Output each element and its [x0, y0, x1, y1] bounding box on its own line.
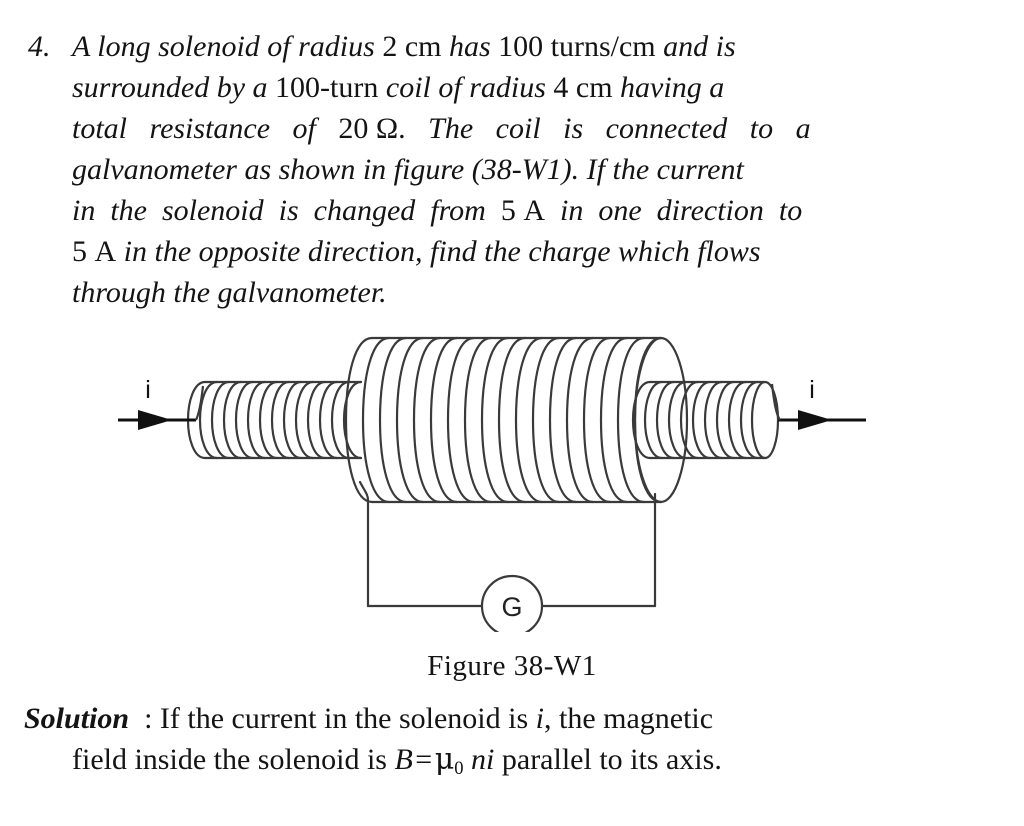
solution-text-2: field inside the solenoid is [72, 743, 395, 776]
inner-solenoid-left-coils [186, 380, 363, 460]
solution-var-i: i [535, 702, 544, 735]
solution-text-1b: , the magnetic [543, 702, 714, 735]
formula-equals: = [412, 743, 435, 776]
formula-mu: μ [434, 742, 455, 777]
solution-label: Solution [24, 702, 130, 735]
problem-line-5: in the solenoid is changed from 5 A in o… [72, 194, 803, 227]
formula-ni: ni [471, 743, 495, 776]
solenoid-diagram-svg: G i i [118, 336, 866, 632]
solution-line-1: Solution : If the current in the solenoi… [24, 698, 1000, 739]
galvanometer-label: G [501, 592, 522, 622]
current-label-right: i [809, 376, 815, 404]
problem-line-2: surrounded by a 100-turn coil of radius … [72, 71, 725, 104]
current-label-left: i [145, 376, 151, 404]
formula-mu-subscript: 0 [454, 758, 464, 780]
current-arrow-left [118, 385, 205, 430]
inner-solenoid-right-coils [631, 380, 780, 460]
solution-line-2: field inside the solenoid is B = μ0 ni p… [24, 739, 1000, 789]
solution-text-2b: parallel to its axis. [494, 743, 722, 776]
formula-B: B [394, 743, 413, 776]
solution-text-1: If the current in the solenoid is [159, 702, 536, 735]
problem-row: 4. A long solenoid of radius 2 cm has 10… [24, 26, 1000, 313]
problem-number: 4. [28, 30, 51, 63]
problem-text: A long solenoid of radius 2 cm has 100 t… [72, 26, 1000, 313]
galvanometer-circuit [358, 480, 657, 608]
solution-colon: : [129, 702, 160, 735]
figure-38-w1: G i i [0, 322, 1024, 632]
galvanometer-circle [480, 574, 544, 632]
solution-block: Solution : If the current in the solenoi… [24, 698, 1000, 789]
problem-line-7: through the galvanometer. [72, 276, 387, 309]
outer-coil-turns [344, 336, 689, 504]
problem-line-3: total resistance of 20 Ω. The coil is co… [72, 112, 811, 145]
problem-line-4: galvanometer as shown in figure (38-W1).… [72, 153, 744, 186]
figure-caption: Figure 38-W1 [427, 650, 597, 682]
problem-line-1: A long solenoid of radius 2 cm has 100 t… [72, 30, 736, 63]
problem-line-6: 5 A in the opposite direction, find the … [72, 235, 761, 268]
problem-statement: 4. A long solenoid of radius 2 cm has 10… [24, 26, 1000, 313]
current-arrow-right [770, 383, 866, 430]
